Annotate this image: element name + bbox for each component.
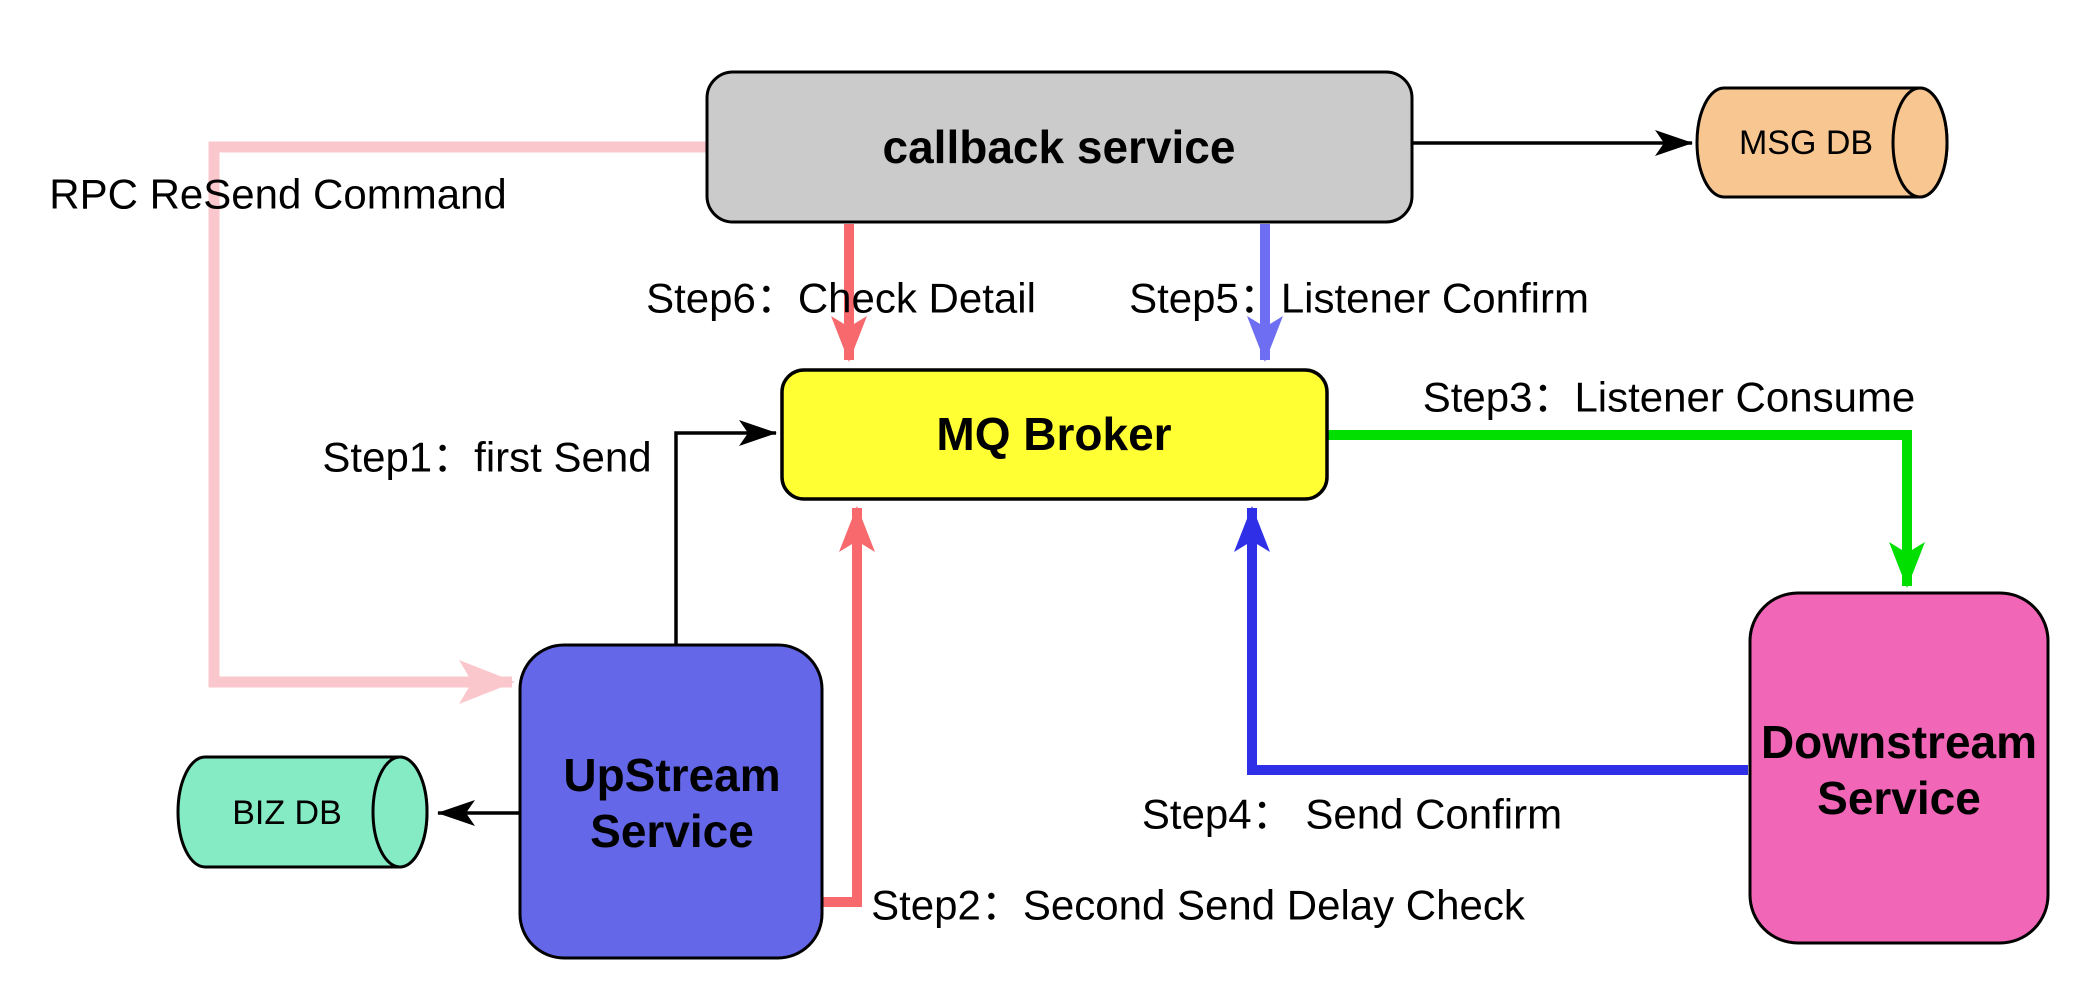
downstream-service-label-line2: Service (1817, 772, 1981, 824)
edge-step1-first-send (674, 420, 777, 645)
downstream-service-box (1748, 591, 2050, 945)
step2-label: Step2：Second Send Delay Check (871, 882, 1526, 929)
callback-service-label: callback service (883, 121, 1236, 173)
msg-db-label: MSG DB (1739, 124, 1873, 162)
downstream-service-label-line1: Downstream (1761, 716, 2037, 768)
rpc-resend-command-label: RPC ReSend Command (49, 171, 507, 218)
edge-step3-listener-consume (1328, 430, 1925, 588)
step3-label: Step3：Listener Consume (1423, 374, 1916, 421)
mq-broker-box (780, 368, 1329, 501)
edge-step4-send-confirm (1234, 506, 1748, 775)
callback-service-box (705, 70, 1414, 224)
upstream-service-box (518, 643, 824, 960)
upstream-service-label-line2: Service (590, 805, 754, 857)
msg-db-lid (1891, 86, 1949, 199)
step1-label: Step1：first Send (322, 434, 651, 481)
biz-db-cylinder: BIZ DB (176, 755, 429, 869)
upstream-service-label-line1: UpStream (563, 749, 780, 801)
edge-step2-second-send-delay-check (821, 506, 875, 907)
step6-label: Step6：Check Detail (646, 275, 1036, 322)
biz-db-lid (371, 755, 429, 869)
msg-db-cylinder: MSG DB (1695, 86, 1949, 199)
edge-rpc-resend-command (208, 141, 707, 704)
mq-broker-label: MQ Broker (936, 408, 1171, 460)
step4-label: Step4： Send Confirm (1142, 791, 1562, 838)
biz-db-label: BIZ DB (232, 794, 342, 832)
step5-label: Step5：Listener Confirm (1129, 275, 1589, 322)
